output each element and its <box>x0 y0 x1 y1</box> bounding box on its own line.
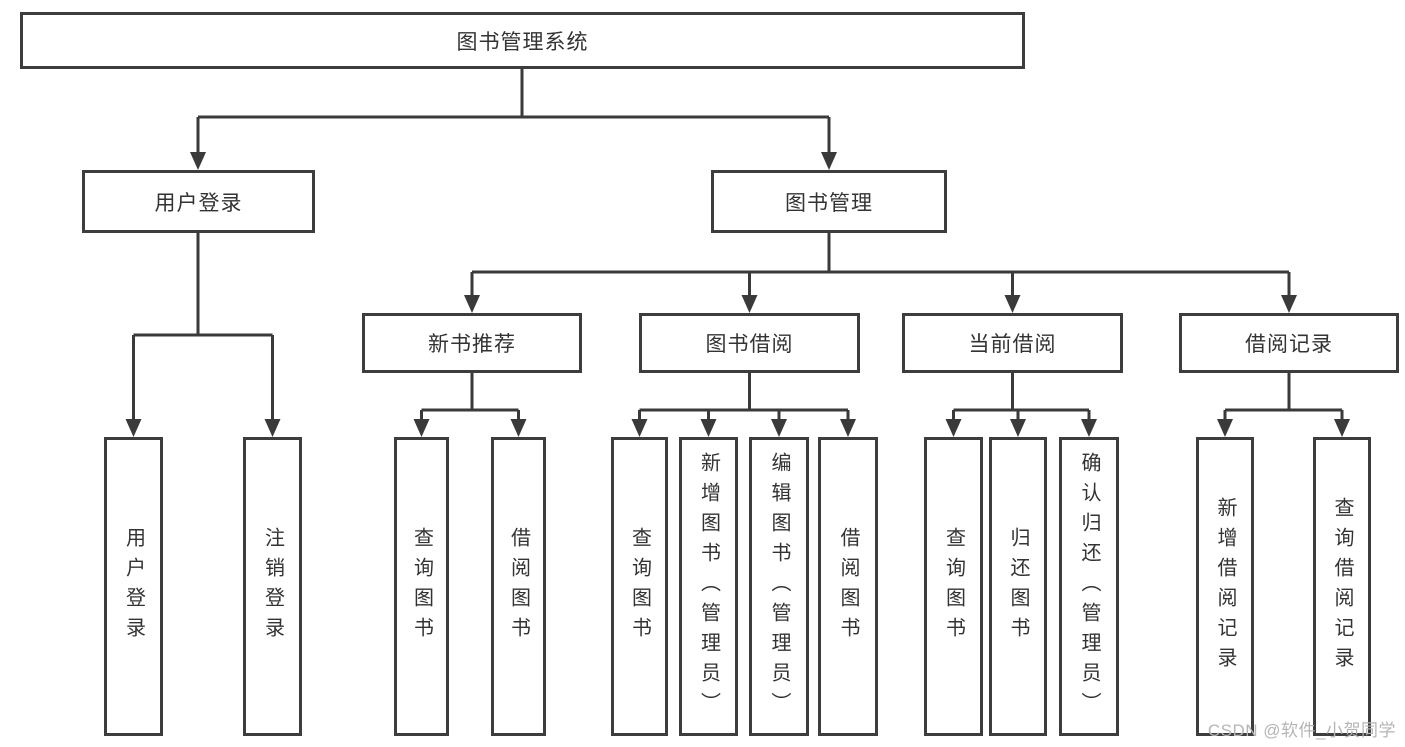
leaf-user-login: 用户登录 <box>104 437 163 736</box>
connector-root-to-level2 <box>196 69 831 154</box>
node-new-book-recommendation: 新书推荐 <box>362 313 582 373</box>
arrowheads-new-book-recommendation-leaves <box>413 419 527 437</box>
connector-lines <box>132 69 1344 421</box>
node-book-management: 图书管理 <box>711 170 947 233</box>
watermark-text: CSDN @软件_小贺同学 <box>1207 721 1396 740</box>
connector-borrowing-records-to-leaves <box>1223 373 1344 421</box>
arrowheads <box>125 152 1350 437</box>
arrowheads-level2 <box>190 152 837 170</box>
arrowheads-level3 <box>464 295 1297 313</box>
connector-new-book-recommendation-to-leaves <box>420 373 520 421</box>
leaf-confirm-return-admin: 确认归还（管理员） <box>1059 437 1119 736</box>
leaf-query-borrow-record: 查询借阅记录 <box>1313 437 1371 736</box>
leaf-add-books-admin: 新增图书（管理员） <box>679 437 738 736</box>
leaf-add-borrow-record: 新增借阅记录 <box>1196 437 1254 736</box>
arrowheads-user-login-leaves <box>125 419 281 437</box>
connector-book-borrowing-to-leaves <box>638 373 850 421</box>
connector-book-mgmt-to-level3 <box>470 233 1291 297</box>
arrowheads-borrowing-records-leaves <box>1217 419 1350 437</box>
node-borrowing-records: 借阅记录 <box>1179 313 1399 373</box>
node-current-borrowing: 当前借阅 <box>902 313 1123 373</box>
leaf-borrow-books-borrowing: 借阅图书 <box>818 437 878 736</box>
node-library-management-system: 图书管理系统 <box>20 12 1025 69</box>
connector-current-borrowing-to-leaves <box>952 373 1091 421</box>
leaf-logout-login: 注销登录 <box>243 437 302 736</box>
leaf-query-books-current: 查询图书 <box>924 437 983 736</box>
arrowheads-book-borrowing-leaves <box>631 419 856 437</box>
leaf-query-books-borrowing: 查询图书 <box>611 437 668 736</box>
leaf-edit-books-admin: 编辑图书（管理员） <box>749 437 809 736</box>
node-book-borrowing: 图书借阅 <box>639 313 860 373</box>
leaf-query-books-recommend: 查询图书 <box>394 437 449 736</box>
arrowheads-current-borrowing-leaves <box>945 419 1097 437</box>
leaf-return-books: 归还图书 <box>989 437 1047 736</box>
leaf-borrow-books-recommend: 借阅图书 <box>491 437 546 736</box>
connector-user-login-to-leaves <box>132 233 274 421</box>
node-user-login: 用户登录 <box>82 170 315 233</box>
